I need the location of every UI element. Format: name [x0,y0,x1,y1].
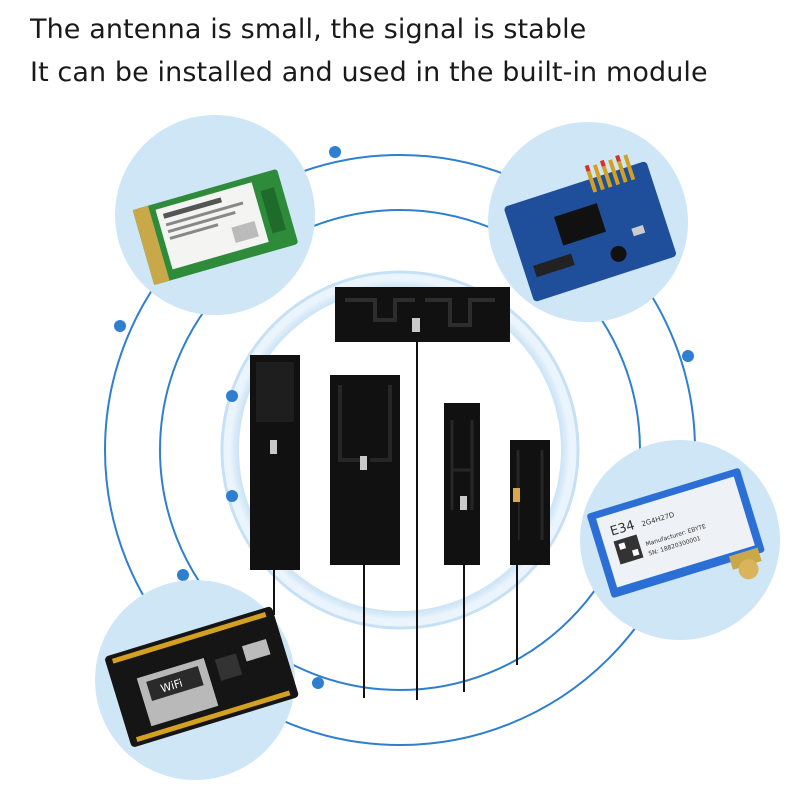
ring-dot [312,677,324,689]
module-blue-pcb-board [488,122,688,322]
antenna-wide-center [330,375,400,698]
ring-dot [114,320,126,332]
e34-module-icon: E34 2G4H27D Manufacturer: EBYTE SN: 1882… [587,468,765,598]
ring-dot [226,390,238,402]
ring-dot [226,490,238,502]
wifi-chip-label: WiFi [159,677,184,696]
wifi-devboard-icon: WiFi [105,606,299,747]
module-wifi-devboard: WiFi [95,580,299,780]
ring-dots [114,146,694,689]
blue-pcb-icon [504,154,676,302]
ring-dot [177,569,189,581]
e34-model-label: E34 [609,518,637,540]
inner-glow-ring [221,271,579,629]
module-msata-ssd [115,115,315,315]
antenna-group [250,287,550,700]
antenna-horizontal [335,287,510,700]
module-wireless-module: E34 2G4H27D Manufacturer: EBYTE SN: 1882… [580,440,780,640]
headline-line-1: The antenna is small, the signal is stab… [30,14,587,45]
inner-ring [220,270,580,630]
headline-line-2: It can be installed and used in the buil… [30,57,708,88]
antenna-small-right [510,440,550,665]
ring-dot [329,146,341,158]
antenna-narrow-right [444,403,480,692]
headline: The antenna is small, the signal is stab… [30,8,708,94]
msata-card-icon [132,169,298,286]
ring-dot [682,350,694,362]
antenna-tall-left [250,355,300,615]
